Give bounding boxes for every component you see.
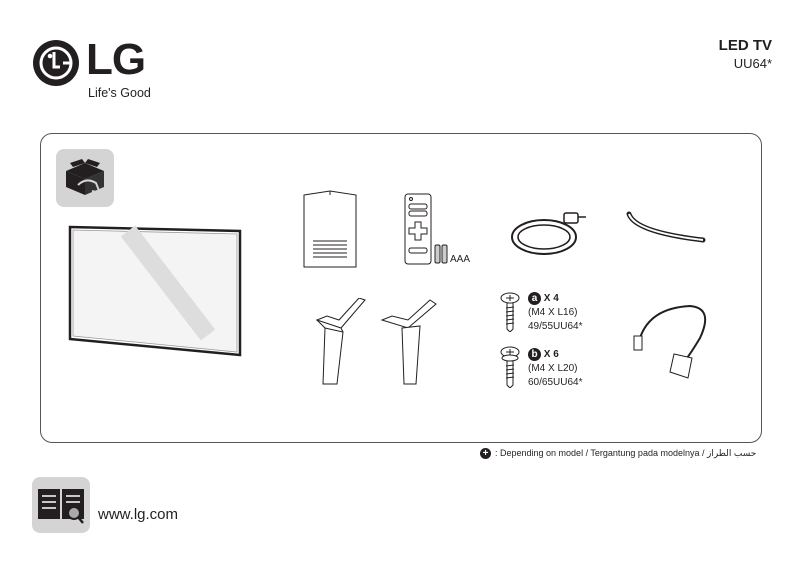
manual-search-icon: [32, 477, 90, 533]
screw-b-spec: (M4 X L20): [528, 363, 578, 374]
screw-b-models: 60/65UU64*: [528, 377, 583, 388]
website-link[interactable]: www.lg.com: [98, 506, 179, 523]
screw-b-badge: b: [528, 348, 541, 361]
remote-control-icon: [404, 193, 432, 265]
batteries-icon: [434, 244, 448, 269]
screw-a-badge: a: [528, 292, 541, 305]
screw-a-models: 49/55UU64*: [528, 321, 583, 332]
power-cord-icon: [508, 205, 590, 260]
screw-a-icon: [500, 292, 520, 337]
screw-b-qty: X 6: [543, 349, 559, 360]
lg-logo-text: LG: [86, 35, 146, 84]
footnote-text: : Depending on model / Tergantung pada m…: [495, 448, 757, 458]
tv-illustration: [68, 225, 244, 359]
lg-logo-icon: [33, 40, 79, 86]
stand-right-icon: [380, 298, 438, 391]
footnote: + : Depending on model / Tergantung pada…: [480, 448, 756, 459]
product-title: LED TV: [718, 37, 772, 54]
rs232-cable-icon: [630, 298, 716, 385]
screw-a-spec: (M4 X L16): [528, 307, 578, 318]
batteries-label: AAA: [450, 254, 471, 265]
plus-circle-icon: +: [480, 448, 491, 459]
tagline: Life's Good: [88, 86, 151, 100]
cable-holder-icon: [625, 210, 707, 251]
screw-a-qty: X 4: [543, 293, 559, 304]
screw-b-icon: [500, 346, 520, 393]
stand-left-icon: [313, 297, 369, 391]
model-number: UU64*: [733, 56, 772, 71]
owners-manual-icon: [303, 189, 357, 269]
contents-frame: [40, 133, 762, 443]
unboxing-icon: [56, 149, 114, 207]
